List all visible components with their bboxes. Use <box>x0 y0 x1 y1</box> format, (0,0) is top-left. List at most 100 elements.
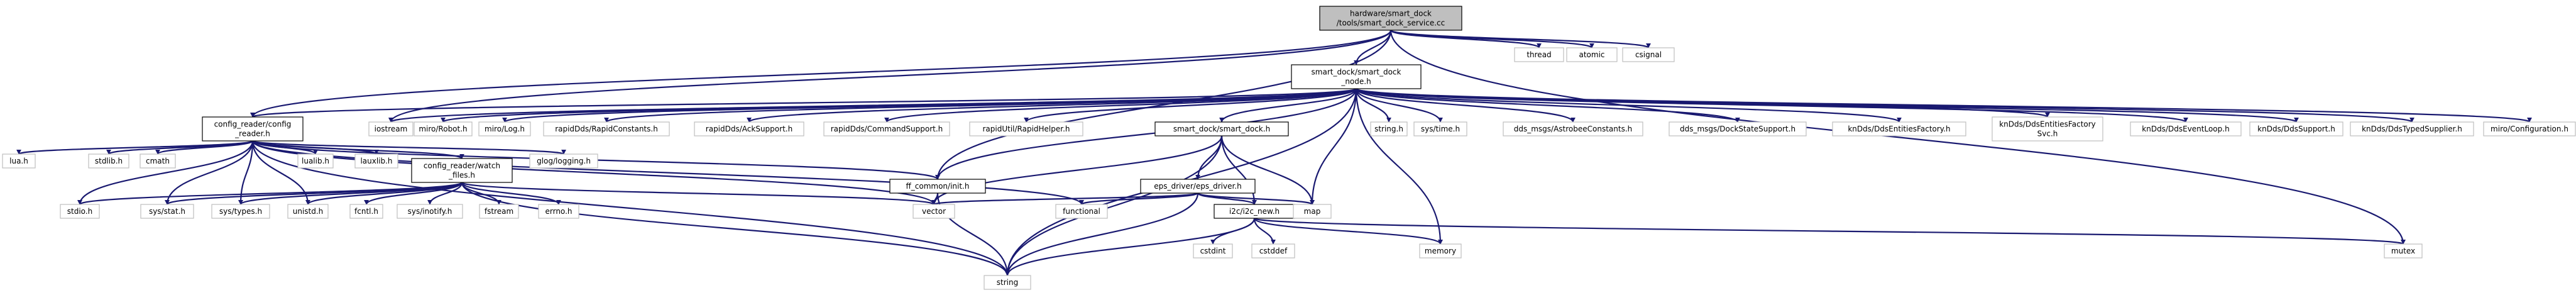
node-cstdint-label-line-0: cstdint <box>1200 247 1226 255</box>
node-string: string <box>984 275 1031 290</box>
edge-watch-to-inotify <box>427 182 463 205</box>
node-map-label-line-0: map <box>1304 207 1321 216</box>
node-entfactory-box <box>1832 121 1966 136</box>
edge-crh-to-stdioh <box>77 140 254 205</box>
node-stdlibh-label-line-0: stdlib.h <box>95 157 123 165</box>
edge-sdh-to-vector <box>931 135 1223 205</box>
node-cstdint-box <box>1193 243 1233 259</box>
node-logh: miro/Log.h <box>478 121 531 136</box>
node-sdnode[interactable]: smart_dock/smart_dock_node.h <box>1291 64 1422 89</box>
node-epsdriver-box <box>1140 179 1256 194</box>
edge-root-to-atomic <box>1389 29 1594 49</box>
node-stdioh-box <box>60 204 100 219</box>
node-rapidconst-label-line-0: rapidDds/RapidConstants.h <box>555 125 658 133</box>
edge-epsdriver-to-functional <box>1079 192 1199 206</box>
node-csignal-box <box>1622 47 1675 62</box>
node-vector-box <box>913 204 955 219</box>
edge-sdh-to-string <box>1005 135 1223 276</box>
node-root[interactable]: hardware/smart_dock/tools/smart_dock_ser… <box>1319 6 1462 31</box>
node-lualibh-box <box>297 153 334 169</box>
node-crh-label-line-0: config_reader/config <box>214 120 292 129</box>
node-stringh-box <box>1370 121 1408 136</box>
node-stringh: string.h <box>1370 121 1408 136</box>
edge-sdnode-to-astrobee <box>1355 88 1576 123</box>
edge-crh-to-luah <box>16 140 254 155</box>
edge-root-to-iostream <box>388 30 1392 123</box>
node-typedsupplier-box <box>2350 121 2474 136</box>
node-stdioh: stdio.h <box>60 204 100 219</box>
edge-sdnode-to-stringh <box>1355 88 1391 123</box>
node-lauxlibh-label-line-0: lauxlib.h <box>360 157 392 165</box>
node-cstddef-label-line-0: cstddef <box>1259 247 1288 255</box>
edge-epsdriver-to-string <box>1005 192 1199 276</box>
node-glog-label-line-0: glog/logging.h <box>537 157 591 165</box>
node-ffinit[interactable]: ff_common/init.h <box>889 179 986 194</box>
node-errnoh: errno.h <box>538 204 579 219</box>
node-sdh[interactable]: smart_dock/smart_dock.h <box>1154 121 1289 136</box>
node-fstream: fstream <box>479 204 519 219</box>
edge-watch-to-fcntl <box>364 182 463 205</box>
node-entfactorysvc-label-line-1: Svc.h <box>2037 130 2058 138</box>
node-ffinit-box <box>889 179 986 194</box>
node-glog-box <box>529 153 598 169</box>
node-systime-box <box>1413 121 1467 136</box>
node-stringh-label-line-0: string.h <box>1374 125 1403 133</box>
edge-sdnode-to-entfactory <box>1355 87 1902 123</box>
edge-layer <box>16 29 2532 276</box>
node-sysstat-label-line-0: sys/stat.h <box>149 207 185 216</box>
node-epsdriver-label-line-0: eps_driver/eps_driver.h <box>1154 182 1241 191</box>
node-cmdsupport: rapidDds/CommandSupport.h <box>823 121 950 136</box>
node-cmath-label-line-0: cmath <box>146 157 170 165</box>
node-crh[interactable]: config_reader/config_reader.h <box>202 116 304 142</box>
node-root-label-line-0: hardware/smart_dock <box>1350 9 1432 18</box>
node-thread-label-line-0: thread <box>1526 50 1551 59</box>
edge-sdnode-to-systime <box>1355 88 1443 123</box>
edge-sdnode-to-crh <box>250 87 1357 118</box>
edge-sdnode-to-rapidhelper <box>1024 87 1357 123</box>
node-vector: vector <box>913 204 955 219</box>
node-watch-label-line-0: config_reader/watch <box>424 162 500 170</box>
edge-epsdriver-to-vector <box>931 192 1199 206</box>
node-i2cnew[interactable]: i2c/i2c_new.h <box>1214 204 1295 219</box>
node-robot-label-line-0: miro/Robot.h <box>419 125 467 133</box>
node-atomic: atomic <box>1566 47 1618 62</box>
node-memory: memory <box>1419 243 1462 259</box>
node-entfactorysvc-label-line-0: knDds/DdsEntitiesFactory <box>1999 120 2096 129</box>
node-miroconfig-box <box>2483 121 2576 136</box>
node-unistd: unistd.h <box>287 204 329 219</box>
edge-i2cnew-to-memory <box>1253 217 1443 245</box>
node-robot-box <box>414 121 473 136</box>
edge-sdnode-to-memory <box>1355 88 1443 245</box>
node-systime: sys/time.h <box>1413 121 1467 136</box>
node-luah: lua.h <box>2 153 36 169</box>
node-sdnode-label-line-1: _node.h <box>1340 77 1371 86</box>
node-stdlibh: stdlib.h <box>88 153 129 169</box>
node-unistd-box <box>287 204 329 219</box>
node-watch[interactable]: config_reader/watch_files.h <box>411 158 513 183</box>
node-epsdriver[interactable]: eps_driver/eps_driver.h <box>1140 179 1256 194</box>
edge-i2cnew-to-cstddef <box>1253 218 1276 245</box>
node-memory-box <box>1419 243 1462 259</box>
node-dockstate: dds_msgs/DockStateSupport.h <box>1669 121 1807 136</box>
node-csignal: csignal <box>1622 47 1675 62</box>
node-string-box <box>984 275 1031 290</box>
node-lualibh: lualib.h <box>297 153 334 169</box>
node-luah-box <box>2 153 36 169</box>
node-rapidhelper-label-line-0: rapidUtil/RapidHelper.h <box>982 125 1070 133</box>
node-robot: miro/Robot.h <box>414 121 473 136</box>
node-systypes: sys/types.h <box>211 204 270 219</box>
node-ffinit-label-line-0: ff_common/init.h <box>906 182 970 191</box>
node-sdnode-label-line-0: smart_dock/smart_dock <box>1312 68 1401 77</box>
node-systypes-box <box>211 204 270 219</box>
edge-sdnode-to-dockstate <box>1355 87 1740 123</box>
edge-crh-to-cmath <box>155 140 254 155</box>
edge-sdnode-to-cmdsupport <box>884 87 1357 123</box>
edge-watch-to-errnoh <box>461 182 561 205</box>
node-ddssupport-label-line-0: knDds/DdsSupport.h <box>2257 125 2335 133</box>
node-crh-label-line-1: _reader.h <box>234 130 270 138</box>
node-iostream-box <box>368 121 414 136</box>
node-functional-box <box>1055 204 1108 219</box>
node-logh-box <box>478 121 531 136</box>
node-fcntl-label-line-0: fcntl.h <box>354 207 378 216</box>
